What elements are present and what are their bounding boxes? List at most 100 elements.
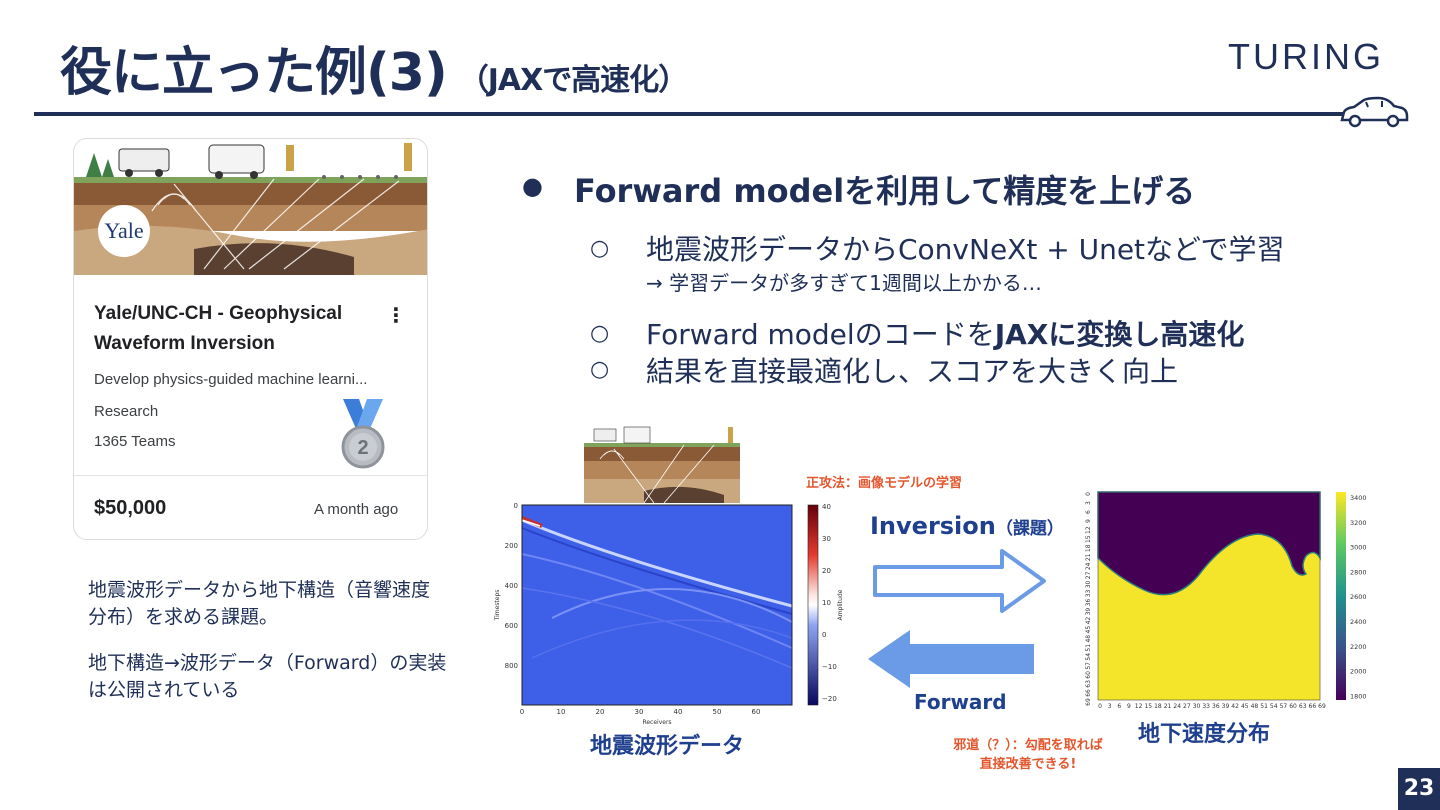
sub-bullet-2-emphasis: JAXに変換し高速化 xyxy=(994,318,1245,351)
velocity-y-tick: 51 xyxy=(1085,644,1092,652)
velocity-x-tick: 24 xyxy=(1173,703,1181,710)
velocity-x-tick: 54 xyxy=(1270,703,1278,710)
seismic-y-tick: 200 xyxy=(505,542,518,550)
velocity-colorbar-tick: 2800 xyxy=(1350,568,1367,576)
seismic-x-tick: 60 xyxy=(752,708,761,716)
velocity-y-tick: 6 xyxy=(1085,510,1092,514)
velocity-x-tick: 48 xyxy=(1251,703,1259,710)
seismic-x-tick: 30 xyxy=(635,708,644,716)
more-options-icon[interactable]: ⋮ xyxy=(386,303,406,327)
velocity-x-tick: 60 xyxy=(1289,703,1297,710)
yale-logo-text: Yale xyxy=(104,218,143,243)
seismic-x-tick: 40 xyxy=(674,708,683,716)
velocity-colorbar-tick: 2000 xyxy=(1350,668,1367,676)
velocity-x-tick: 69 xyxy=(1318,703,1326,710)
velocity-colorbar xyxy=(1336,492,1346,700)
forward-label: Forward xyxy=(914,690,1007,714)
seismic-y-label: Timesteps xyxy=(494,590,501,622)
velocity-colorbar-tick: 2600 xyxy=(1350,593,1367,601)
velocity-y-tick: 66 xyxy=(1085,689,1092,697)
seismic-survey-illustration: Yale xyxy=(74,139,427,275)
seismic-y-tick: 400 xyxy=(505,582,518,590)
velocity-x-tick: 63 xyxy=(1299,703,1307,710)
card-prize: $50,000 xyxy=(94,497,167,519)
main-bullet: Forward modelを利用して精度を上げる xyxy=(574,172,1196,210)
arrow-left-icon xyxy=(868,630,1034,688)
velocity-y-tick: 54 xyxy=(1085,653,1092,661)
velocity-x-tick: 15 xyxy=(1144,703,1152,710)
velocity-x-tick: 6 xyxy=(1117,703,1121,710)
velocity-y-tick: 42 xyxy=(1085,617,1092,625)
velocity-y-tick: 30 xyxy=(1085,580,1092,588)
sub-bullet-marker: ○ xyxy=(590,236,610,261)
velocity-y-tick: 33 xyxy=(1085,589,1092,597)
velocity-y-tick: 69 xyxy=(1085,698,1092,706)
competition-card[interactable]: Yale Yale/UNC-CH - Geophysical Waveform … xyxy=(73,138,428,540)
seismic-y-tick: 800 xyxy=(505,662,518,670)
velocity-colorbar-tick: 3400 xyxy=(1350,494,1367,502)
seismic-x-tick: 0 xyxy=(520,708,524,716)
velocity-x-tick: 36 xyxy=(1212,703,1220,710)
velocity-x-tick: 9 xyxy=(1127,703,1131,710)
seismic-colorbar-tick: −20 xyxy=(822,695,837,703)
velocity-x-tick: 3 xyxy=(1108,703,1112,710)
velocity-x-tick: 66 xyxy=(1309,703,1317,710)
velocity-y-tick: 9 xyxy=(1085,519,1092,523)
velocity-x-tick: 33 xyxy=(1202,703,1210,710)
velocity-x-tick: 27 xyxy=(1183,703,1191,710)
velocity-y-tick: 0 xyxy=(1085,492,1092,496)
seismic-colorbar-tick: 20 xyxy=(822,567,831,575)
velocity-x-tick: 12 xyxy=(1135,703,1143,710)
seismic-colorbar-tick: 10 xyxy=(822,599,831,607)
seismic-y-tick: 0 xyxy=(514,502,518,510)
shortcut-line-1: 邪道（？）：勾配を取れば xyxy=(953,738,1103,753)
card-title[interactable]: Yale/UNC-CH - Geophysical Waveform Inver… xyxy=(94,303,343,354)
sub-bullet-2-text: Forward modelのコードを xyxy=(646,318,995,351)
velocity-y-tick: 21 xyxy=(1085,553,1092,561)
silver-medal-icon: 2 xyxy=(341,399,385,469)
title-main: 役に立った例(3) xyxy=(60,43,448,103)
velocity-y-tick: 15 xyxy=(1085,535,1092,543)
velocity-y-tick: 57 xyxy=(1085,662,1092,670)
survey-thumbnail xyxy=(584,425,740,503)
medal-rank: 2 xyxy=(357,437,368,459)
velocity-y-tick: 48 xyxy=(1085,635,1092,643)
orthodox-approach-label: 正攻法：画像モデルの学習 xyxy=(806,476,963,491)
velocity-x-tick: 57 xyxy=(1280,703,1288,710)
bullet-dot: ● xyxy=(522,172,543,200)
velocity-colorbar-tick: 1800 xyxy=(1350,692,1367,700)
seismic-colorbar-tick: 0 xyxy=(822,631,826,639)
velocity-x-tick: 18 xyxy=(1154,703,1162,710)
car-icon xyxy=(1340,96,1409,128)
seismic-y-tick: 600 xyxy=(505,622,518,630)
sub-bullet-1-note: → 学習データが多すぎて1週間以上かかる… xyxy=(646,271,1042,295)
velocity-x-tick: 0 xyxy=(1098,703,1102,710)
velocity-y-tick: 45 xyxy=(1085,626,1092,634)
seismic-colorbar xyxy=(807,504,819,706)
velocity-y-tick: 27 xyxy=(1085,571,1092,579)
sub-bullet-marker: ○ xyxy=(590,357,610,382)
title-subtitle: （JAXで高速化） xyxy=(458,63,689,98)
forward-public-note: 地下構造→波形データ（Forward）の実装は公開されている xyxy=(88,652,447,701)
seismic-x-tick: 10 xyxy=(557,708,566,716)
seismic-colorbar-label: Amplitude xyxy=(837,589,844,620)
velocity-y-tick: 63 xyxy=(1085,680,1092,688)
turing-logo: TURING xyxy=(1228,36,1384,77)
velocity-y-tick: 18 xyxy=(1085,544,1092,552)
velocity-x-tick: 51 xyxy=(1260,703,1268,710)
seismic-data-caption: 地震波形データ xyxy=(590,734,745,759)
velocity-colorbar-tick: 3200 xyxy=(1350,519,1367,527)
velocity-x-tick: 39 xyxy=(1222,703,1230,710)
inversion-text: Inversion xyxy=(870,512,996,540)
velocity-y-tick: 60 xyxy=(1085,671,1092,679)
card-description: Develop physics-guided machine learni... xyxy=(94,371,368,388)
velocity-y-tick: 39 xyxy=(1085,608,1092,616)
task-description-note: 地震波形データから地下構造（音響速度分布）を求める課題。 xyxy=(88,579,431,628)
velocity-y-tick: 36 xyxy=(1085,599,1092,607)
arrow-right-icon xyxy=(873,549,1046,613)
seismic-colorbar-tick: −10 xyxy=(822,663,837,671)
page-number: 23 xyxy=(1398,768,1440,810)
inversion-subtext: （課題） xyxy=(995,519,1064,539)
shortcut-line-2: 直接改善できる! xyxy=(979,757,1077,772)
